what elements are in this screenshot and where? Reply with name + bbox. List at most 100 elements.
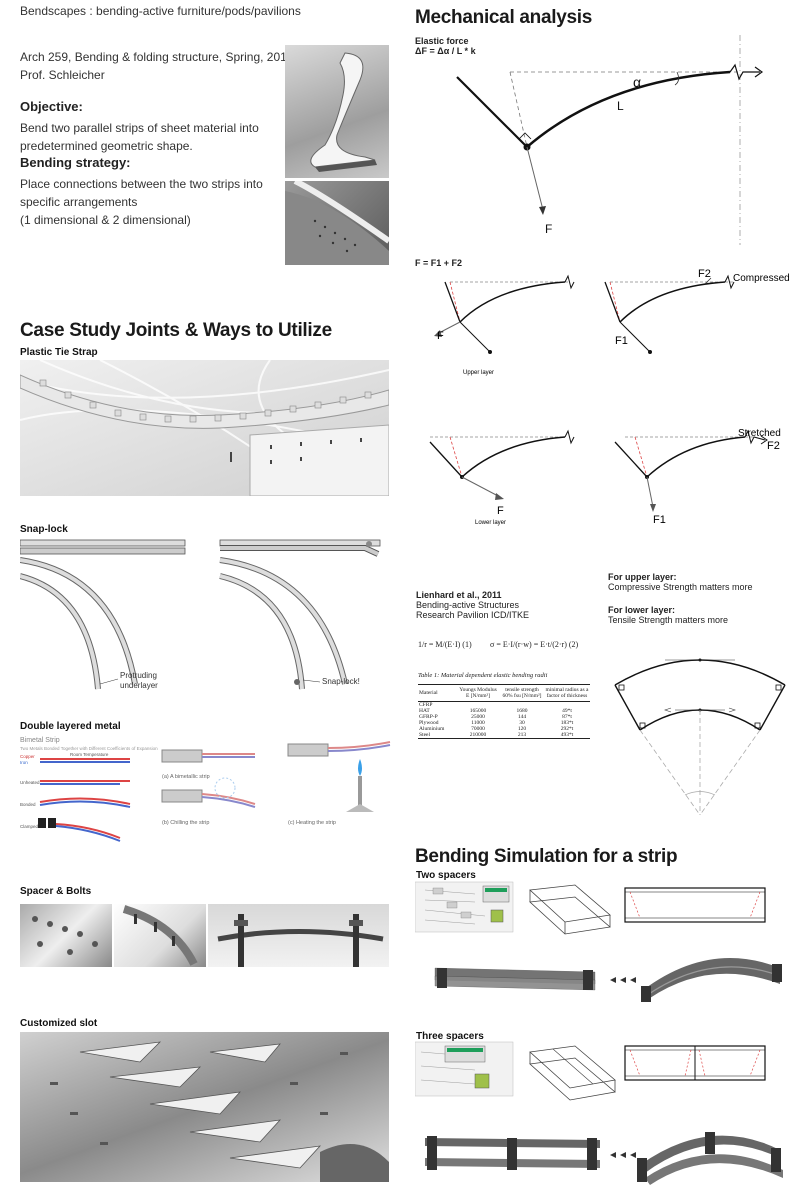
bending-radii-table: Material Youngs Modulus E [N/mm²] tensil… — [418, 684, 590, 739]
f1-label-bottom: F1 — [653, 514, 666, 526]
equation-1: 1/r = M/(E·I) (1) — [418, 640, 472, 649]
table-header: Material — [419, 690, 438, 696]
table-cell: 144 — [517, 714, 527, 720]
slot-label: Customized slot — [20, 1018, 98, 1029]
perforated-strip-photo — [285, 178, 391, 265]
length-label: L — [617, 99, 624, 113]
two-spacers-simulation — [415, 881, 782, 1002]
upper-layer-text: Compressive Strength matters more — [608, 582, 753, 592]
spacer-label: Spacer & Bolts — [20, 886, 92, 897]
f2-label-top: F2 — [698, 268, 711, 280]
spacer-photo-2 — [114, 904, 206, 967]
table-cell: 493*t — [560, 732, 574, 738]
bimetal-a-caption: (a) A bimetallic strip — [162, 774, 210, 780]
compressed-label: Compressed — [733, 273, 790, 284]
two-spacers-label: Two spacers — [416, 870, 476, 881]
compressed-diagram: F2 Compressed F1 — [604, 268, 790, 354]
bimetal-subtitle: Two Metals Bonded Together with Differen… — [20, 746, 158, 751]
case-study-heading: Case Study Joints & Ways to Utilize — [20, 320, 332, 341]
bent-chair-photo — [285, 45, 389, 178]
snap-lock-label: Snap-lock — [20, 524, 68, 535]
strategy-label: Bending strategy: — [20, 155, 131, 170]
lienhard-ref: Lienhard et al., 2011 — [416, 590, 502, 600]
table-cell: Aluminium — [419, 726, 445, 732]
f1-label-top: F1 — [615, 335, 628, 347]
protruding-label-1: Protruding — [120, 671, 157, 680]
course-line: Arch 259, Bending & folding structure, S… — [20, 50, 294, 64]
bimetal-b-caption: (b) Chilling the strip — [162, 820, 209, 826]
upper-layer-caption: Upper layer — [463, 370, 494, 376]
customized-slot-photo — [20, 1032, 389, 1182]
spacer-photo-1 — [20, 904, 112, 967]
upper-layer-diagram-1: F Upper layer — [434, 274, 575, 376]
table-cell: 87*t — [562, 714, 572, 720]
prof-line: Prof. Schleicher — [20, 68, 105, 82]
clamped-label: Clamped — [20, 824, 39, 829]
objective-line-2: predetermined geometric shape. — [20, 139, 193, 153]
table-row: HAT 165000 1680 49*t — [418, 708, 590, 714]
plastic-tie-label: Plastic Tie Strap — [20, 347, 98, 358]
spacer-photo-3 — [208, 904, 389, 967]
table-cell: 1680 — [516, 708, 528, 714]
bimetal-c-caption: (c) Heating the strip — [288, 820, 336, 826]
table-cell: 30 — [519, 720, 525, 726]
strategy-line-2: specific arrangements — [20, 195, 138, 209]
elastic-force-diagram: α L F — [456, 35, 764, 245]
force-label: F — [545, 222, 552, 236]
table-row: Steel 210000 213 493*t — [418, 732, 590, 739]
alpha-label: α — [633, 74, 641, 90]
elastic-force-label: Elastic force — [415, 36, 469, 46]
copper-label: Copper — [20, 754, 35, 759]
strategy-line-1: Place connections between the two strips… — [20, 177, 263, 191]
stretched-diagram: Stretched F2 F1 — [614, 428, 781, 526]
table-cell: 292*t — [560, 726, 574, 732]
unheated-label: Unheated — [20, 780, 40, 785]
lower-layer-caption: Lower layer — [475, 520, 506, 526]
table-header: Youngs Modulus E [N/mm²] — [459, 687, 497, 699]
iron-label: Iron — [20, 760, 28, 765]
table-cell: 11000 — [471, 720, 485, 726]
objective-line-1: Bend two parallel strips of sheet materi… — [20, 121, 259, 135]
objective-label: Objective: — [20, 99, 83, 114]
table-cell: 120 — [517, 726, 527, 732]
stretched-label: Stretched — [738, 428, 781, 439]
table-cell: 70000 — [471, 726, 485, 732]
snap-lock-callout: Snap-lock! — [322, 677, 360, 686]
table-row: Plywood 11000 30 183*t — [418, 720, 590, 726]
table-cell: 213 — [517, 732, 527, 738]
f-label-2: F — [497, 505, 504, 517]
table-cell: 49*t — [562, 708, 572, 714]
bonded-label: Bonded — [20, 802, 36, 807]
table-header-row: Material Youngs Modulus E [N/mm²] tensil… — [418, 684, 590, 702]
lienhard-line-1: Bending-active Structures — [416, 600, 520, 610]
lower-layer-text: Tensile Strength matters more — [608, 615, 729, 625]
lienhard-line-2: Research Pavilion ICD/ITKE — [416, 610, 530, 620]
table-cell: Steel — [419, 732, 430, 738]
bimetal-title: Bimetal Strip — [20, 737, 60, 744]
force-decomposition-diagrams: F Upper layer F2 Compressed F1 F Lower l… — [429, 268, 790, 526]
mechanical-heading: Mechanical analysis — [415, 7, 593, 28]
three-spacers-simulation — [415, 1041, 783, 1185]
table-cell: Plywood — [419, 720, 439, 726]
table-title: Table 1: Material dependent elastic bend… — [418, 672, 548, 679]
simulation-heading: Bending Simulation for a strip — [415, 846, 678, 867]
table-cell: GFRP-P — [419, 714, 438, 720]
upper-layer-label: For upper layer: — [608, 572, 677, 582]
double-metal-label: Double layered metal — [20, 721, 121, 732]
f-label-1: F — [437, 330, 444, 342]
table-row: Aluminium 70000 120 292*t — [418, 726, 590, 732]
table-cell: 165000 — [469, 708, 487, 714]
plastic-tie-photo — [20, 360, 389, 496]
table-cell: 183*t — [560, 720, 574, 726]
equation-2: σ = E·I/(r·w) = E·t/(2·r) (2) — [490, 640, 579, 649]
elastic-formula: ΔF = Δα / L * k — [415, 46, 476, 56]
lower-layer-label: For lower layer: — [608, 605, 676, 615]
strategy-line-3: (1 dimensional & 2 dimensional) — [20, 213, 191, 227]
table-row: CFRP — [418, 702, 590, 708]
arc-segment-diagram — [614, 658, 786, 816]
table-header: tensile strength 60% fsu [N/mm²] — [502, 687, 542, 699]
f2-label-bottom: F2 — [767, 440, 780, 452]
table-cell: 210000 — [469, 732, 487, 738]
snap-lock-diagram: Protruding underlayer Snap-lock! — [20, 539, 381, 690]
table-cell: HAT — [419, 708, 430, 714]
